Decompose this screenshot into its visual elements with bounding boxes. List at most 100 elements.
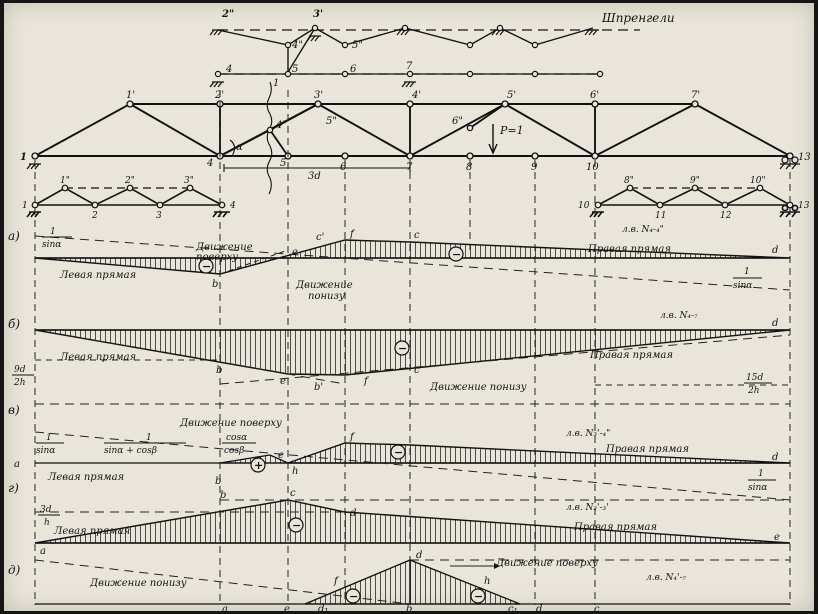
bottom-a: a: [222, 604, 228, 614]
sub-truss-left: [26, 187, 230, 218]
il-a-right-sin: sinα: [733, 281, 752, 291]
labels-g: г) 3d h Левая прямая Правая прямая л.в. …: [8, 481, 780, 557]
bottom-c: c: [594, 604, 600, 614]
sign-a-left-text: −: [202, 260, 211, 273]
il-b-negative-area: [34, 329, 791, 376]
sign-d-left-text: −: [349, 590, 358, 603]
il-a-right-one: 1: [744, 267, 750, 277]
node-6: 6: [340, 162, 347, 173]
node-3p-top: 3': [313, 9, 323, 20]
node-5p: 5': [507, 90, 516, 101]
il-b-letter: б): [8, 317, 20, 331]
middle-chord-nodes: [214, 70, 604, 78]
sub-truss-left-nodes: [31, 184, 226, 209]
il-g-pt-c: c: [290, 488, 296, 499]
sign-a-left: [198, 258, 214, 274]
sign-b: [394, 340, 410, 356]
il-a-upper-move2: поверху: [196, 252, 238, 263]
sub-right-10: 10: [578, 201, 590, 211]
il-v-right-sin: sinα: [748, 483, 767, 493]
il-d-pt-d: d: [416, 550, 422, 561]
labels-d: д) Движение понизу Движение поверху л.в.…: [8, 550, 687, 589]
influence-line-a: [34, 235, 791, 291]
il-b-pt-f: f: [363, 376, 370, 387]
il-a-tag: л.в. N₄-₄": [622, 225, 664, 235]
sign-d-right-text: −: [474, 590, 483, 603]
sign-d-left: [345, 588, 361, 604]
il-a-upper-move: Движение: [195, 242, 253, 253]
il-g-pt-d: d: [350, 508, 356, 519]
node-7-mid: 7: [406, 61, 413, 72]
il-v-f3-den: cosβ: [224, 446, 244, 456]
sub-right-8dp: 8": [624, 176, 634, 186]
influence-line-d: [34, 559, 790, 605]
node-10: 10: [586, 162, 599, 173]
sub-left-2dp: 2": [124, 176, 135, 186]
bottom-axis-labels: a e d₁ b c₁ d c: [222, 604, 600, 614]
il-b-pt-b: b: [216, 365, 222, 376]
labels-a: a) 1 sinα Движение поверху Левая прямая …: [8, 225, 778, 302]
il-a-pt-b: b: [212, 279, 218, 290]
bottom-b: b: [406, 604, 412, 614]
sub-right-11: 11: [655, 211, 666, 221]
sub-left-3dp: 3": [184, 176, 194, 186]
node-4-mid: 4: [225, 64, 232, 75]
il-v-pt-b: b: [215, 476, 221, 487]
il-b-left-line: Левая прямая: [59, 352, 136, 363]
il-v-left-line: Левая прямая: [47, 472, 124, 483]
sub-truss-right: [589, 187, 800, 218]
il-v-pt-h: h: [292, 466, 298, 477]
il-g-pt-b: b: [220, 490, 226, 501]
bottom-c1: c₁: [508, 604, 518, 614]
il-b-right-num: 15d: [746, 373, 763, 383]
sub-right-12: 12: [720, 211, 732, 221]
influence-line-g: [34, 499, 791, 544]
sub-left-2: 2: [91, 211, 98, 221]
node-4p: 4': [411, 90, 421, 101]
il-v-f3-num: cosα: [226, 433, 247, 443]
node-4: 4: [206, 158, 213, 169]
sign-a-right-text: −: [452, 248, 461, 261]
main-truss: [34, 102, 791, 158]
il-b-pt-e: e: [280, 376, 286, 387]
il-g-left-num: 3d: [40, 505, 52, 515]
sign-d-right: [470, 588, 486, 604]
il-v-upper-move: Движение поверху: [179, 418, 282, 429]
il-b-lower-move: Движение понизу: [429, 382, 527, 393]
node-13: 13: [798, 152, 811, 163]
il-a-left-line: Левая прямая: [59, 270, 136, 281]
node-3p: 3': [314, 90, 323, 101]
il-b-tag: л.в. N₄-₇: [660, 311, 698, 321]
sign-v-minus: [390, 444, 406, 460]
il-v-pt-d: d: [772, 452, 778, 463]
il-a-right-line: Правая прямая: [587, 244, 671, 255]
il-d-lower-move: Движение понизу: [89, 578, 187, 589]
node-4dp: 4": [291, 40, 303, 51]
il-b-right-den: 2h: [747, 386, 760, 396]
il-b-left-num: 9d: [14, 365, 26, 375]
il-a-pt-e: e: [292, 247, 298, 258]
il-a-negative-area: [34, 239, 791, 275]
sub-right-10dp: 10": [750, 176, 766, 186]
il-v-pt-a: a: [14, 459, 20, 470]
il-v-pt-e: e: [278, 450, 284, 461]
il-g-tag: л.в. N₂'-₃': [566, 503, 609, 513]
load-p1: P=1: [499, 124, 524, 137]
bottom-e: e: [284, 604, 290, 614]
il-v-negative-area: [287, 442, 791, 464]
il-b-pt-c: c: [414, 365, 420, 376]
il-v-f2-den: sinα + cosβ: [104, 446, 157, 456]
il-v-right-line: Правая прямая: [605, 444, 689, 455]
il-d-upper-move: Движение поверху: [495, 558, 598, 569]
node-4p-inner: 4': [275, 120, 285, 131]
il-v-f2-num: 1: [146, 433, 152, 443]
node-5dp-top: 5": [352, 40, 363, 51]
il-g-negative-area: [34, 499, 791, 544]
il-a-ord-sin: sinα: [42, 240, 61, 250]
node-2p: 2': [214, 90, 224, 101]
il-b-left-den: 2h: [13, 378, 26, 388]
sprengel-nodes: [284, 24, 539, 49]
node-7p: 7': [691, 90, 700, 101]
bottom-d1: d₁: [318, 604, 328, 614]
truss-labels: Шпренгели 2" 3' 4" 5" 4 5 6 7 1 1' 2' 3'…: [20, 9, 811, 221]
